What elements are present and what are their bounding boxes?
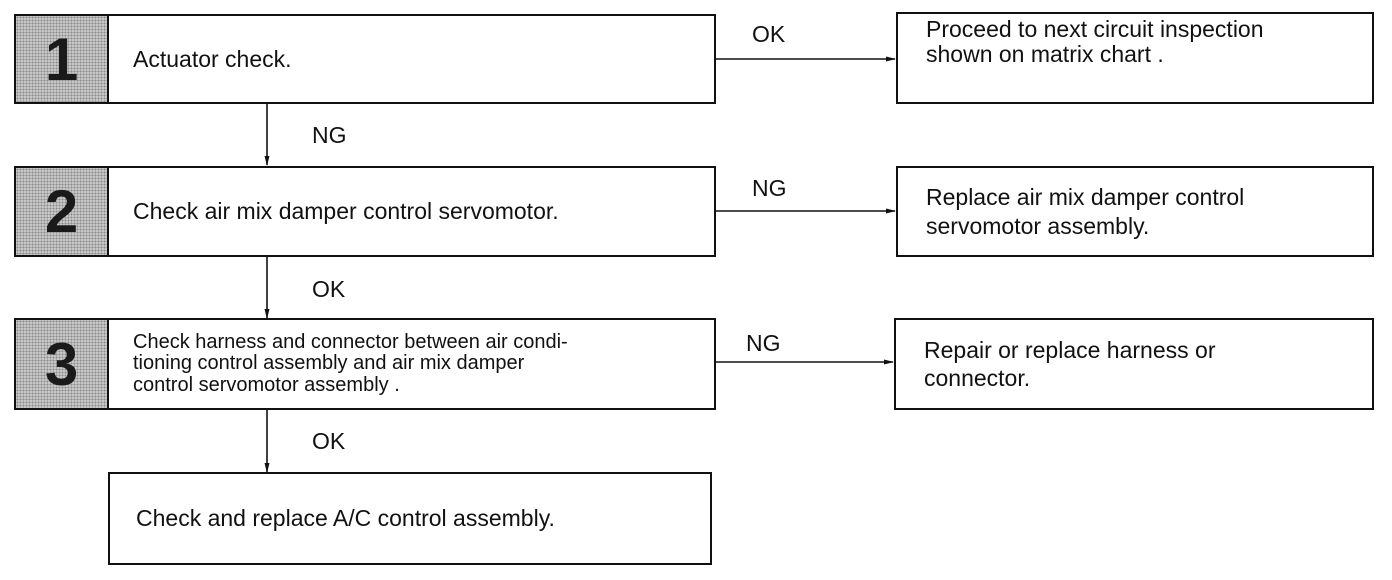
step-1-number: 1 [16, 16, 109, 102]
final-text: Check and replace A/C control assembly. [136, 505, 555, 531]
label-step3-ng: NG [746, 330, 781, 356]
result-3-box: Repair or replace harness or connector. [894, 318, 1374, 410]
step-2-number: 2 [16, 168, 109, 255]
label-step2-ok: OK [312, 276, 346, 302]
result-2-line-2: servomotor assembly. [926, 212, 1150, 239]
label-step1-ok: OK [752, 21, 786, 47]
step-3-text: Check harness and connector between air … [109, 320, 714, 408]
result-3-line-1: Repair or replace harness or [924, 336, 1216, 363]
step-3-number: 3 [16, 320, 109, 408]
label-step1-ng: NG [312, 122, 347, 148]
step-3-box: 3 Check harness and connector between ai… [14, 318, 716, 410]
step-1-box: 1 Actuator check. [14, 14, 716, 104]
result-1-line-2: shown on matrix chart . [926, 41, 1164, 68]
step-2-text: Check air mix damper control servomotor. [133, 198, 559, 225]
step-1-text: Actuator check. [133, 45, 292, 72]
result-2-box: Replace air mix damper control servomoto… [896, 166, 1374, 257]
result-1-box: Proceed to next circuit inspection shown… [896, 12, 1374, 104]
result-2-text: Replace air mix damper control servomoto… [898, 168, 1372, 255]
result-1-line-1: Proceed to next circuit inspection [926, 16, 1264, 42]
label-step2-ng: NG [752, 175, 787, 201]
result-3-line-2: connector. [924, 365, 1031, 391]
result-3-text: Repair or replace harness or connector. [896, 320, 1372, 408]
label-step3-ok: OK [312, 428, 346, 454]
step-3-text-line-1: Check harness and connector between air … [133, 330, 568, 353]
step-2-box: 2 Check air mix damper control servomoto… [14, 166, 716, 257]
step-3-text-line-2: tioning control assembly and air mix dam… [133, 352, 525, 375]
result-1-text: Proceed to next circuit inspection shown… [898, 14, 1372, 102]
final-box: Check and replace A/C control assembly. [108, 472, 712, 565]
step-3-text-line-3: control servomotor assembly . [133, 373, 400, 396]
result-2-line-1: Replace air mix damper control [926, 184, 1245, 211]
